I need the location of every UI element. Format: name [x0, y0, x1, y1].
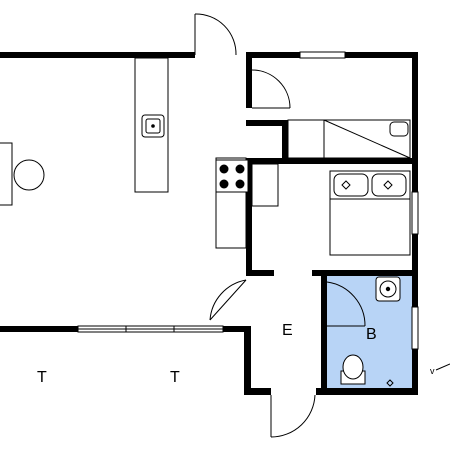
living-south-wall-left	[0, 326, 78, 332]
terrace-label-right: T	[170, 369, 180, 386]
terrace-label-left: T	[37, 369, 47, 386]
entry-left-wall	[244, 326, 251, 395]
kitchen-bedroom-wall	[246, 158, 252, 276]
top-window	[299, 51, 346, 59]
double-bed-icon	[329, 170, 411, 256]
shelf-unit	[323, 119, 411, 159]
closet-door	[251, 69, 291, 109]
entry-label: E	[282, 322, 293, 339]
bath-door	[326, 281, 366, 327]
corridor-wall	[246, 270, 274, 276]
drain-icon	[386, 379, 394, 387]
bottom-wall-left	[244, 388, 271, 395]
corridor-door	[209, 279, 247, 321]
bedroom-window	[411, 191, 419, 235]
dining-table-icon	[0, 142, 13, 206]
bath-top-wall	[312, 270, 418, 276]
edge-mark: v	[430, 366, 435, 376]
bath-window	[411, 306, 419, 350]
bathroom-label: B	[366, 326, 377, 343]
closet-box	[287, 119, 325, 159]
chair-icon	[13, 159, 45, 191]
mid-horizontal-wall	[246, 158, 418, 164]
bottom-wall-right	[316, 388, 418, 395]
entry-door	[270, 394, 316, 438]
toilet-icon	[340, 354, 366, 385]
stove-icon	[215, 159, 249, 193]
closet-top-wall	[246, 120, 286, 126]
washbasin-icon	[375, 276, 401, 302]
sink-icon	[141, 114, 165, 138]
closet-side-wall	[282, 120, 288, 160]
upper-divider-wall	[246, 52, 252, 108]
living-south-wall-right	[223, 326, 251, 332]
edge-mark-line	[435, 363, 450, 371]
bath-left-wall	[321, 270, 327, 395]
top-wall-left	[0, 52, 195, 58]
upper-counter	[251, 163, 279, 207]
top-door	[194, 13, 237, 56]
